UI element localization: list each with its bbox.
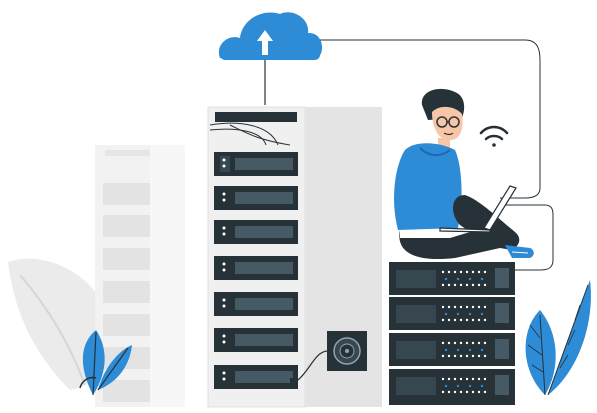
server-unit [214, 220, 298, 244]
stack-server-unit [389, 333, 515, 366]
connection-line [320, 39, 541, 199]
server-unit [214, 328, 298, 352]
server-stack [389, 262, 515, 405]
server-unit [214, 186, 298, 210]
server-unit [214, 256, 298, 280]
stack-server-unit [389, 297, 515, 330]
cloud-upload-icon [218, 12, 323, 105]
laptop-icon [439, 185, 517, 233]
connection-line [505, 204, 554, 271]
fan-icon [297, 331, 367, 381]
server-rack-icon [207, 106, 382, 408]
stack-server-unit [389, 262, 515, 295]
server-unit [214, 152, 298, 176]
person-figure [394, 88, 534, 260]
leaf-plant-icon [525, 280, 591, 396]
wifi-icon [479, 125, 509, 147]
leaf-plant-icon [79, 330, 132, 396]
server-unit [214, 365, 298, 389]
background-server-rack [95, 145, 185, 407]
server-unit [214, 292, 298, 316]
stack-server-unit [389, 369, 515, 405]
